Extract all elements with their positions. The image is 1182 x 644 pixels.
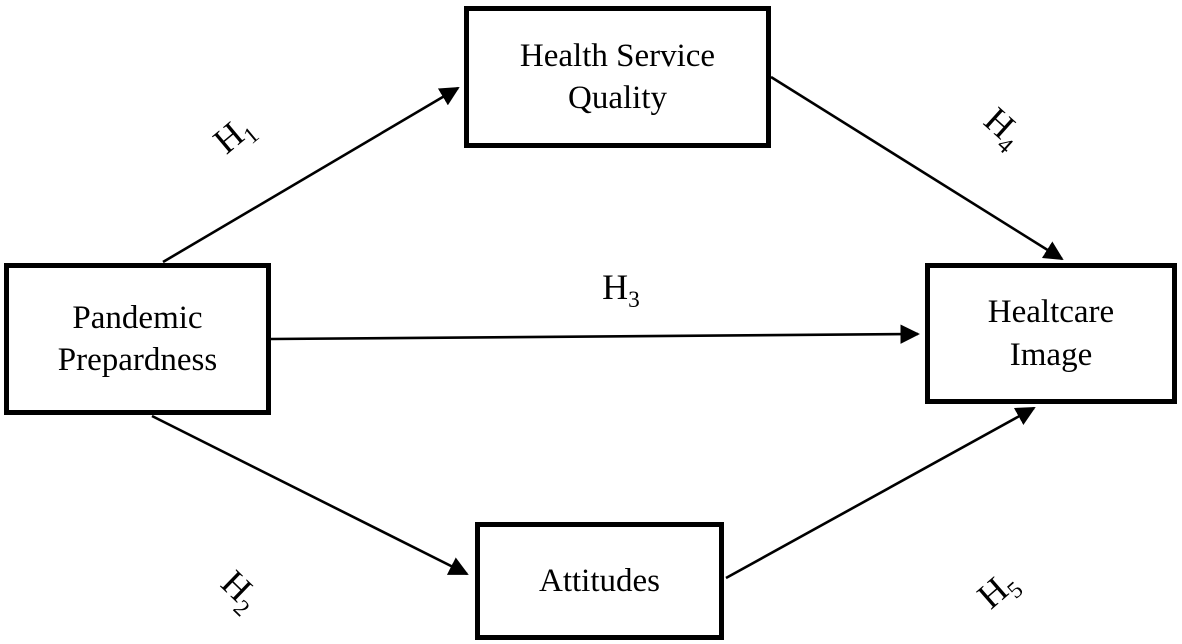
node-label: Pandemic (72, 299, 203, 336)
arrow-h5 (725, 406, 1036, 580)
node-label: Attitudes (539, 562, 660, 599)
node-label: Healtcare (987, 294, 1115, 331)
node-label: Health Service (519, 37, 716, 74)
arrow-h2 (151, 414, 469, 576)
node-label: Image (1009, 336, 1093, 373)
arrow-h4 (770, 75, 1064, 261)
node-label: Prepardness (57, 342, 218, 378)
hypothesis-base: H (602, 267, 629, 307)
hypothesis-label-h3: H3 (602, 266, 640, 312)
node-pandemic-prepardness: Pandemic Prepardness (4, 263, 271, 415)
arrow-h1 (162, 86, 460, 264)
arrow-h3 (270, 324, 920, 344)
node-healtcare-image: Healtcare Image (925, 263, 1177, 404)
node-attitudes: Attitudes (475, 522, 724, 640)
node-health-service-quality: Health Service Quality (464, 6, 771, 148)
node-label: Quality (568, 80, 667, 116)
hypothesis-subscript: 3 (628, 287, 640, 314)
